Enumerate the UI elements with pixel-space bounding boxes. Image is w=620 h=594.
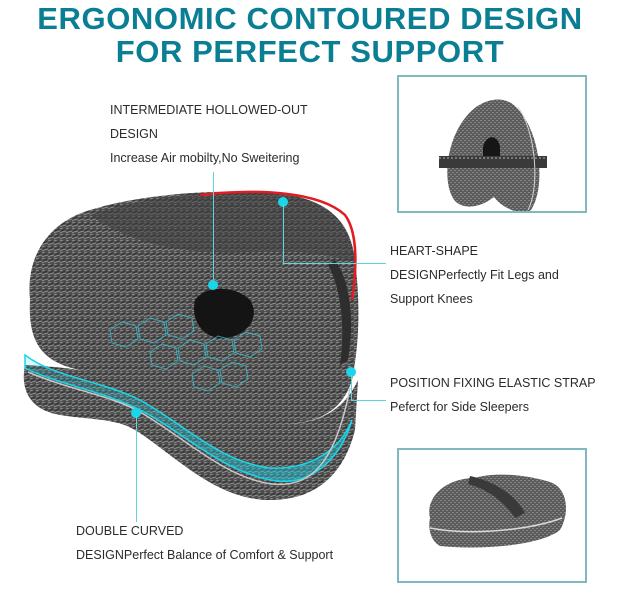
- callout-double-curved-desc: DESIGNPerfect Balance of Comfort & Suppo…: [76, 548, 334, 562]
- callout-elastic-strap-title: POSITION FIXING ELASTIC STRAP: [390, 376, 596, 390]
- thumbnail-pillow-front: [439, 99, 547, 213]
- callout-line-double-curved: [136, 416, 137, 522]
- callout-heart-shape: HEART-SHAPE DESIGNPerfectly Fit Legs and…: [390, 239, 559, 311]
- headline-line-1: ERGONOMIC CONTOURED DESIGN: [37, 1, 583, 36]
- callout-heart-shape-title: HEART-SHAPE: [390, 244, 478, 258]
- callout-hollowed-out-title-1: INTERMEDIATE HOLLOWED-OUT: [110, 103, 308, 117]
- callout-hollowed-out: INTERMEDIATE HOLLOWED-OUT DESIGN Increas…: [110, 98, 308, 170]
- callout-double-curved: DOUBLE CURVED DESIGNPerfect Balance of C…: [76, 519, 333, 567]
- headline-line-2: FOR PERFECT SUPPORT: [115, 34, 505, 69]
- thumbnail-box-side-view: [397, 448, 587, 583]
- callout-dot-double-curved: [131, 408, 141, 418]
- callout-hollowed-out-title-2: DESIGN: [110, 127, 158, 141]
- callout-hollowed-out-desc: Increase Air mobilty,No Sweitering: [110, 151, 300, 165]
- callout-line-hollowed-out: [213, 172, 214, 284]
- thumbnail-pillow-side: [429, 474, 566, 548]
- callout-elastic-strap-desc: Peferct for Side Sleepers: [390, 400, 529, 414]
- callout-dot-elastic-strap: [346, 367, 356, 377]
- callout-dot-hollowed-out: [208, 280, 218, 290]
- callout-dot-heart-shape: [278, 197, 288, 207]
- callout-line-heart-shape-v: [283, 205, 284, 263]
- callout-line-heart-shape-h: [283, 263, 386, 264]
- thumbnail-box-front-view: [397, 75, 587, 213]
- callout-line-elastic-strap-h: [351, 400, 386, 401]
- callout-heart-shape-desc-2: Support Knees: [390, 292, 473, 306]
- callout-line-elastic-strap-v: [351, 375, 352, 400]
- callout-heart-shape-desc-1: DESIGNPerfectly Fit Legs and: [390, 268, 559, 282]
- callout-double-curved-title: DOUBLE CURVED: [76, 524, 184, 538]
- callout-elastic-strap: POSITION FIXING ELASTIC STRAP Peferct fo…: [390, 371, 596, 419]
- headline: ERGONOMIC CONTOURED DESIGN FOR PERFECT S…: [0, 2, 620, 68]
